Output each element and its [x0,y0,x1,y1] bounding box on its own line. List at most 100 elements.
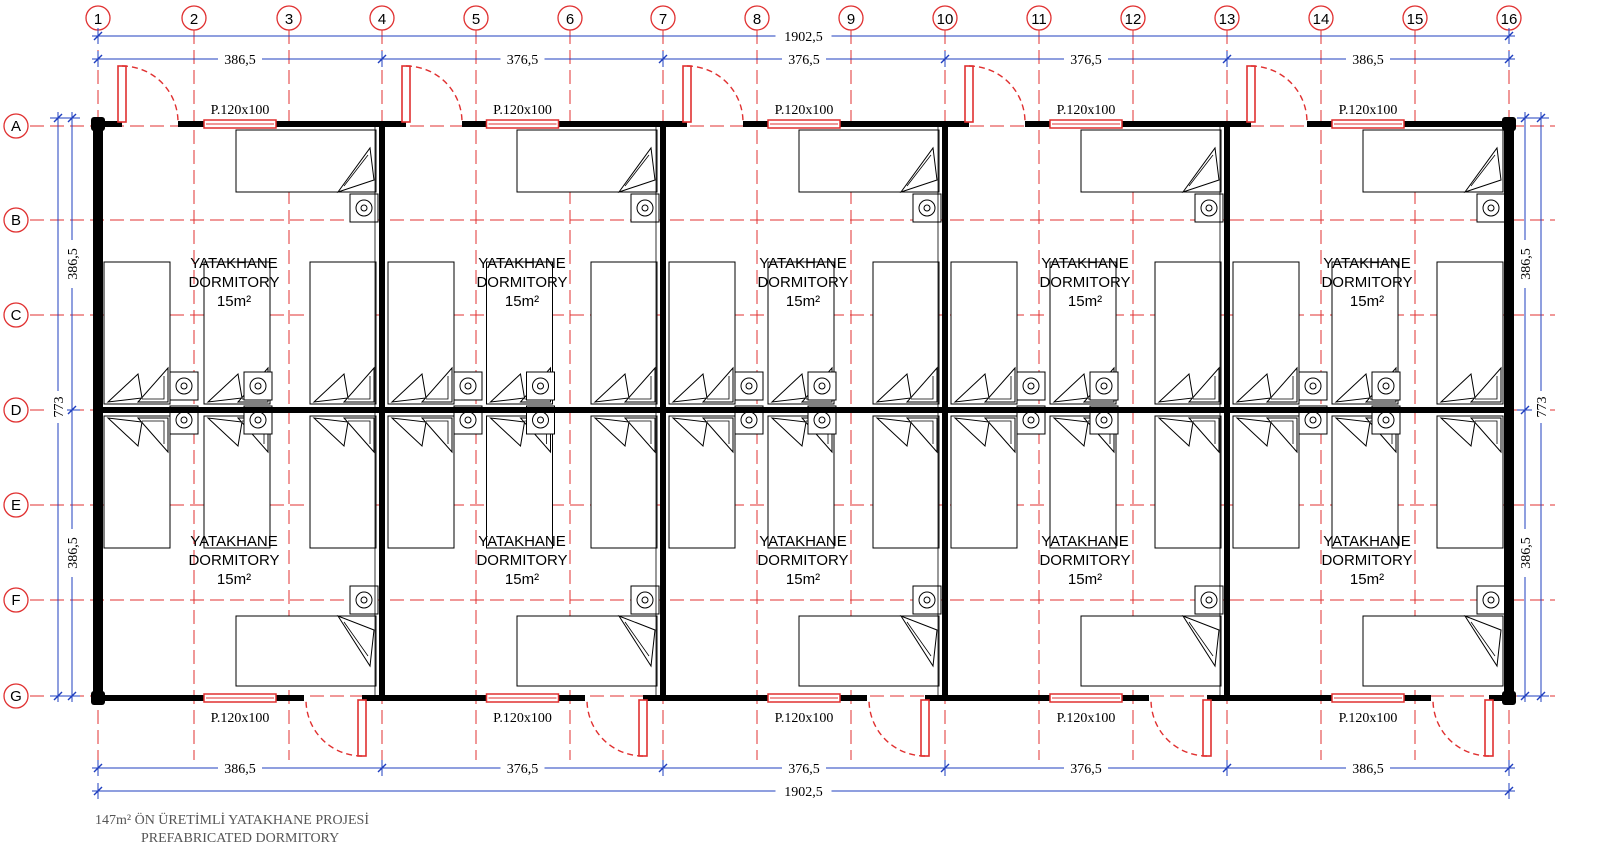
axis-label-col: 12 [1125,11,1142,28]
bed-sheet-line [348,376,371,400]
room-name-tr: YATAKHANE [190,255,278,272]
door-swing-top [405,65,463,123]
washbasin [1476,585,1506,615]
washbasin [1016,371,1046,401]
washbasin-drain [464,416,472,424]
window-label-top: P.120x100 [211,103,270,118]
dim-label-bg [1516,529,1534,577]
bed-sheet-line [142,420,165,444]
dim-segment-label: 386,5 [1352,53,1384,68]
door-swing-top [968,65,1026,123]
room-area: 15m² [786,571,820,588]
bed-pillow [953,372,990,403]
exterior-wall-bottom [1207,695,1227,701]
washbasin-bowl [175,377,193,395]
dim-slash [53,691,63,701]
walls [91,117,1516,705]
axis-bubble-row-F [3,587,29,613]
bed-pillow [617,614,656,668]
bed-pillow [1439,372,1476,403]
room-name-tr: YATAKHANE [1323,255,1411,272]
door-swing-top [1250,65,1308,123]
dim-label-bg [1516,240,1534,288]
washbasin [1194,193,1224,223]
axis-bubble-col-6 [557,5,583,31]
bed-sheet-fold [623,417,656,454]
dim-segment-label: 386,5 [66,248,81,280]
bed-sheet-line [1271,420,1294,444]
axis-bubble-row-D [3,397,29,423]
dim-segment-label: 386,5 [1519,248,1534,280]
washbasin-bowl [1022,377,1040,395]
axis-label-col: 10 [937,11,954,28]
exterior-wall-bottom [1489,695,1509,701]
dim-segment-label: 386,5 [224,53,256,68]
dim-label-bg [218,50,262,66]
room-name-tr: YATAKHANE [478,533,566,550]
washbasin-drain [1309,416,1317,424]
dim-label-bg [775,782,832,798]
exterior-wall-bottom [1227,695,1431,701]
washbasin-bowl [1200,199,1218,217]
door-leaf-top [117,65,127,123]
axis-label-row: F [11,592,20,609]
door-leaf-bottom [1202,699,1212,757]
dim-total-label: 773 [52,397,67,418]
axis-label-col: 8 [753,11,761,28]
washbasin-drain [1205,204,1213,212]
dim-slash [377,54,387,64]
axis-bubble-row-G [3,683,29,709]
axis-bubble-col-11 [1026,5,1052,31]
dim-slash [1504,54,1514,64]
bed-sheet-line [906,621,932,657]
washbasin-drain [360,596,368,604]
bed-pillow [1052,372,1089,403]
washbasin [807,371,837,401]
dim-segment-label: 376,5 [507,53,539,68]
axis-bubble-col-2 [181,5,207,31]
exterior-wall-top [1227,121,1251,127]
room-area: 15m² [505,293,539,310]
door-leaf-top [1246,65,1256,123]
door-swing-bottom [305,699,363,757]
axis-label-col: 7 [659,11,667,28]
washbasin-drain [1487,204,1495,212]
dim-segment-label: 376,5 [507,762,539,777]
dim-slash [93,31,103,41]
bed-sheet-line [911,420,934,444]
exterior-wall-top [663,121,687,127]
bed-sheet-line [1470,154,1496,187]
window-label-top: P.120x100 [1057,103,1116,118]
bed-sheet-fold [1469,417,1502,454]
bed-sheet-line [1271,376,1294,400]
axis-label-row: D [11,402,22,419]
washbasin [912,585,942,615]
dim-slash [1520,113,1530,123]
bed-sheet-fold [983,366,1016,403]
bed-pillow [206,372,243,403]
bed-pillow [336,614,375,668]
axis-label-row: C [11,307,22,324]
axis-label-col: 3 [285,11,293,28]
washbasin-drain [1027,416,1035,424]
washbasin-bowl [249,377,267,395]
dim-label-bg [1532,391,1550,423]
bed-sheet-line [1475,420,1498,444]
bed-pillow [593,372,630,403]
washbasin [526,371,555,401]
room-name-tr: YATAKHANE [1041,533,1129,550]
axis-label-row: A [11,118,21,135]
exterior-wall-top [462,121,663,127]
bed-pillow [106,372,143,403]
bed-sheet-line [906,154,932,187]
room-name-en: DORMITORY [1039,552,1130,569]
washbasin-drain [360,204,368,212]
door-swing-bottom [586,699,644,757]
drawing-caption: 147m² ÖN ÜRETİMLİ YATAKHANE PROJESİ PREF… [95,812,369,848]
bed-pillow [1334,372,1371,403]
bed-pillow [1334,417,1371,448]
bed-sheet-fold [136,417,169,454]
doors [117,65,1494,757]
